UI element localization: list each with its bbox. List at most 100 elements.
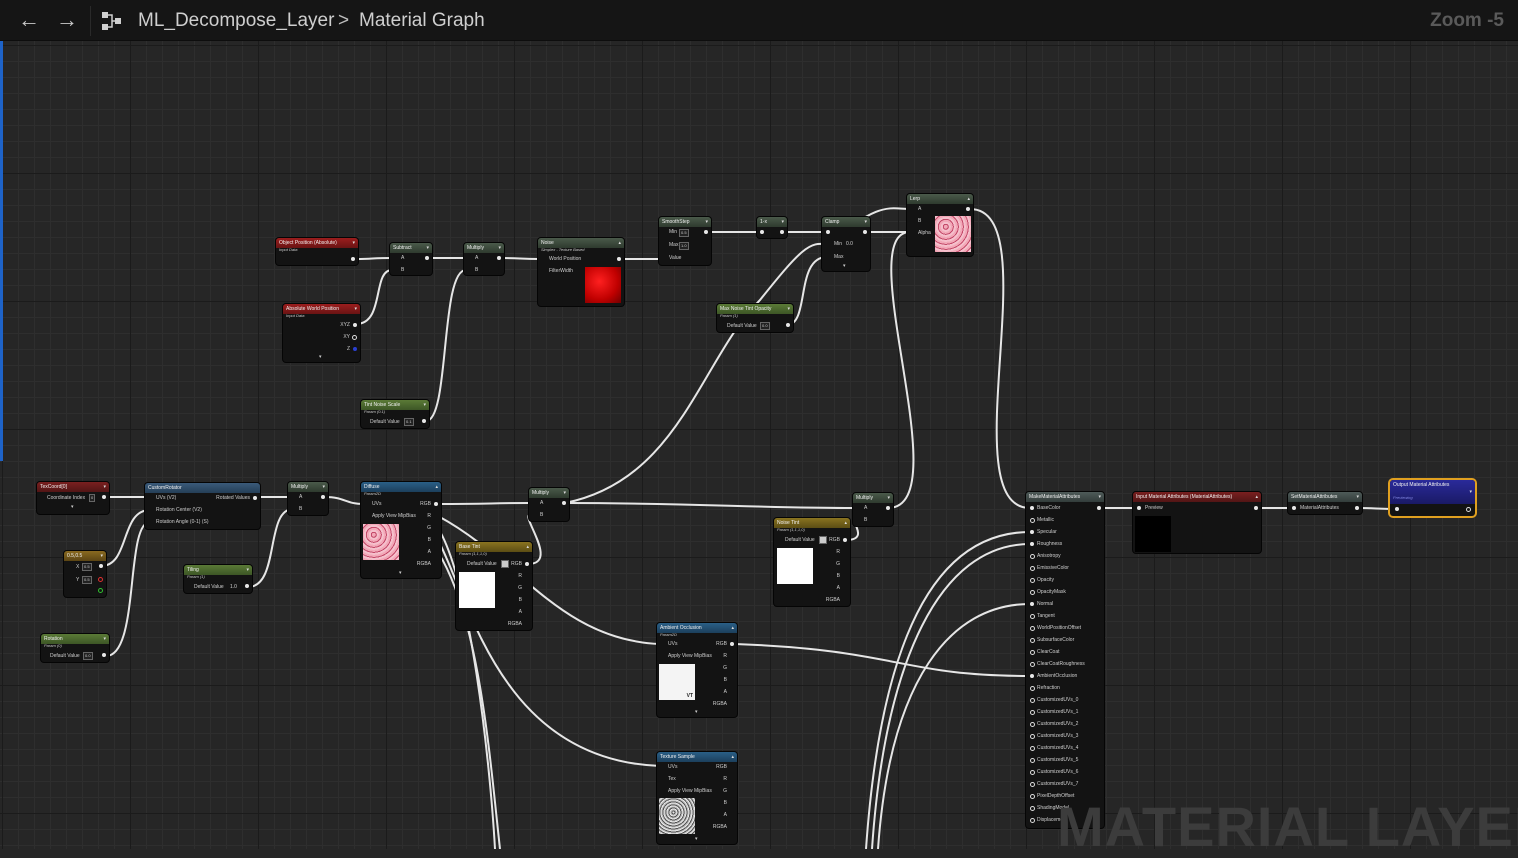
- output-pin[interactable]: [863, 230, 867, 234]
- x-value-field[interactable]: 0.5: [82, 563, 92, 571]
- chevron-down-icon[interactable]: ▾: [695, 709, 698, 715]
- input-pin[interactable]: [1030, 506, 1034, 510]
- node-multiply-1[interactable]: Multiply▾ A B: [464, 243, 504, 275]
- default-value-field[interactable]: 1.0: [230, 584, 237, 590]
- input-pin[interactable]: [1030, 674, 1034, 678]
- input-pin[interactable]: [1030, 650, 1035, 655]
- output-pin[interactable]: [99, 564, 103, 568]
- node-smoothstep[interactable]: SmoothStep▾ Min 0.5 Max 1.0 Value: [659, 217, 711, 265]
- node-custom-rotator[interactable]: CustomRotator UVs (V2) Rotation Center (…: [145, 483, 260, 529]
- coordinate-index-field[interactable]: 0: [89, 494, 96, 502]
- input-pin[interactable]: [1030, 746, 1035, 751]
- output-pin[interactable]: [102, 653, 106, 657]
- input-pin[interactable]: [826, 230, 830, 234]
- input-pin[interactable]: [1030, 578, 1035, 583]
- chevron-down-icon[interactable]: ▾: [1098, 494, 1101, 500]
- output-pin[interactable]: [704, 230, 708, 234]
- node-noise-tint[interactable]: Noise Tint▴Param (1,1,1,0) Default Value…: [774, 518, 850, 606]
- input-pin[interactable]: [1137, 506, 1141, 510]
- output-pin[interactable]: [780, 230, 784, 234]
- chevron-down-icon[interactable]: ▾: [498, 245, 501, 251]
- input-pin[interactable]: [1030, 626, 1035, 631]
- output-pin[interactable]: [786, 323, 790, 327]
- chevron-up-icon[interactable]: ▴: [967, 196, 970, 202]
- chevron-down-icon[interactable]: ▾: [426, 245, 429, 251]
- node-diffuse[interactable]: Diffuse▴Param2D UVs Apply View MipBias R…: [361, 482, 441, 578]
- node-graph-icon[interactable]: [101, 11, 123, 31]
- chevron-down-icon[interactable]: ▾: [563, 490, 566, 496]
- chevron-down-icon[interactable]: ▾: [787, 306, 790, 312]
- input-pin[interactable]: [1030, 794, 1035, 799]
- output-pin[interactable]: [617, 257, 621, 261]
- input-pin[interactable]: [1030, 710, 1035, 715]
- min-value-field[interactable]: 0.5: [679, 229, 689, 237]
- chevron-down-icon[interactable]: ▾: [322, 484, 325, 490]
- y-value-field[interactable]: 0.5: [82, 576, 92, 584]
- chevron-down-icon[interactable]: ▾: [423, 402, 426, 408]
- node-object-position[interactable]: Object Position (Absolute)▾Input Data: [276, 238, 358, 265]
- input-pin[interactable]: [1292, 506, 1296, 510]
- input-pin[interactable]: [1030, 566, 1035, 571]
- chevron-down-icon[interactable]: ▾: [1469, 489, 1472, 495]
- chevron-down-icon[interactable]: ▾: [781, 219, 784, 225]
- chevron-down-icon[interactable]: ▾: [354, 306, 357, 312]
- output-pin[interactable]: [352, 335, 357, 340]
- chevron-down-icon[interactable]: ▾: [352, 240, 355, 246]
- chevron-up-icon[interactable]: ▴: [526, 544, 529, 550]
- default-color-swatch[interactable]: [819, 536, 827, 544]
- input-pin[interactable]: [1030, 806, 1035, 811]
- node-input-material-attributes[interactable]: Input Material Attributes (MaterialAttri…: [1133, 492, 1261, 553]
- chevron-down-icon[interactable]: ▾: [71, 504, 74, 510]
- node-multiply-3[interactable]: Multiply▾ A B: [529, 488, 569, 521]
- chevron-up-icon[interactable]: ▴: [435, 484, 438, 490]
- input-pin[interactable]: [1030, 698, 1035, 703]
- output-pin[interactable]: [422, 419, 426, 423]
- output-pin[interactable]: [425, 256, 429, 260]
- back-button[interactable]: ←: [16, 8, 42, 32]
- output-pin[interactable]: [966, 207, 970, 211]
- input-pin[interactable]: [1030, 758, 1035, 763]
- default-value-field[interactable]: 0.0: [760, 322, 770, 330]
- node-texcoord[interactable]: TexCoord[0]▾ Coordinate Index 0 ▾: [37, 482, 109, 514]
- output-pin-g[interactable]: [98, 588, 103, 593]
- output-pin[interactable]: [886, 506, 890, 510]
- node-base-tint[interactable]: Base Tint▴Param (1,1,1,0) Default Value …: [456, 542, 532, 630]
- node-tint-noise-scale[interactable]: Tint Noise Scale▾Param (0.1) Default Val…: [361, 400, 429, 428]
- chevron-down-icon[interactable]: ▾: [705, 219, 708, 225]
- node-multiply-2[interactable]: Multiply▾ A B: [288, 482, 328, 515]
- node-one-minus[interactable]: 1-x▾: [757, 217, 787, 238]
- input-pin[interactable]: [1395, 507, 1399, 511]
- output-pin[interactable]: [497, 256, 501, 260]
- chevron-down-icon[interactable]: ▾: [695, 836, 698, 842]
- output-pin[interactable]: [1466, 507, 1471, 512]
- output-pin[interactable]: [353, 347, 357, 351]
- output-pin[interactable]: [434, 502, 438, 506]
- chevron-down-icon[interactable]: ▾: [864, 219, 867, 225]
- default-value-field[interactable]: 0.1: [404, 418, 414, 426]
- node-texture-sample[interactable]: Texture Sample▴ UVs Tex Apply View MipBi…: [657, 752, 737, 844]
- input-pin[interactable]: [1030, 722, 1035, 727]
- default-value-field[interactable]: 0.0: [83, 652, 93, 660]
- node-lerp[interactable]: Lerp▴ A B Alpha: [907, 194, 973, 256]
- input-pin[interactable]: [1030, 662, 1035, 667]
- output-pin[interactable]: [351, 257, 355, 261]
- min-value[interactable]: 0.0: [846, 241, 853, 247]
- input-pin[interactable]: [1030, 530, 1034, 534]
- node-constant2[interactable]: 0.5,0.5▾ X 0.5 Y 0.5: [64, 551, 106, 597]
- node-max-noise-tint-opacity[interactable]: Max Noise Tint Opacity▾Param (1) Default…: [717, 304, 793, 332]
- output-pin[interactable]: [102, 495, 106, 499]
- node-output-material-attributes[interactable]: Output Material Attributes▾Previewing: [1390, 480, 1475, 516]
- output-pin[interactable]: [730, 642, 734, 646]
- input-pin[interactable]: [1030, 734, 1035, 739]
- chevron-up-icon[interactable]: ▴: [618, 240, 621, 246]
- chevron-down-icon[interactable]: ▾: [843, 263, 846, 269]
- chevron-down-icon[interactable]: ▾: [1356, 494, 1359, 500]
- output-pin[interactable]: [1097, 506, 1101, 510]
- max-value-field[interactable]: 1.0: [679, 242, 689, 250]
- material-graph-canvas[interactable]: [0, 41, 1518, 849]
- node-clamp[interactable]: Clamp▾ Min 0.0 Max ▾: [822, 217, 870, 271]
- output-pin[interactable]: [245, 584, 249, 588]
- node-rotation[interactable]: Rotation▾Param (0) Default Value 0.0: [41, 634, 109, 662]
- output-pin[interactable]: [1355, 506, 1359, 510]
